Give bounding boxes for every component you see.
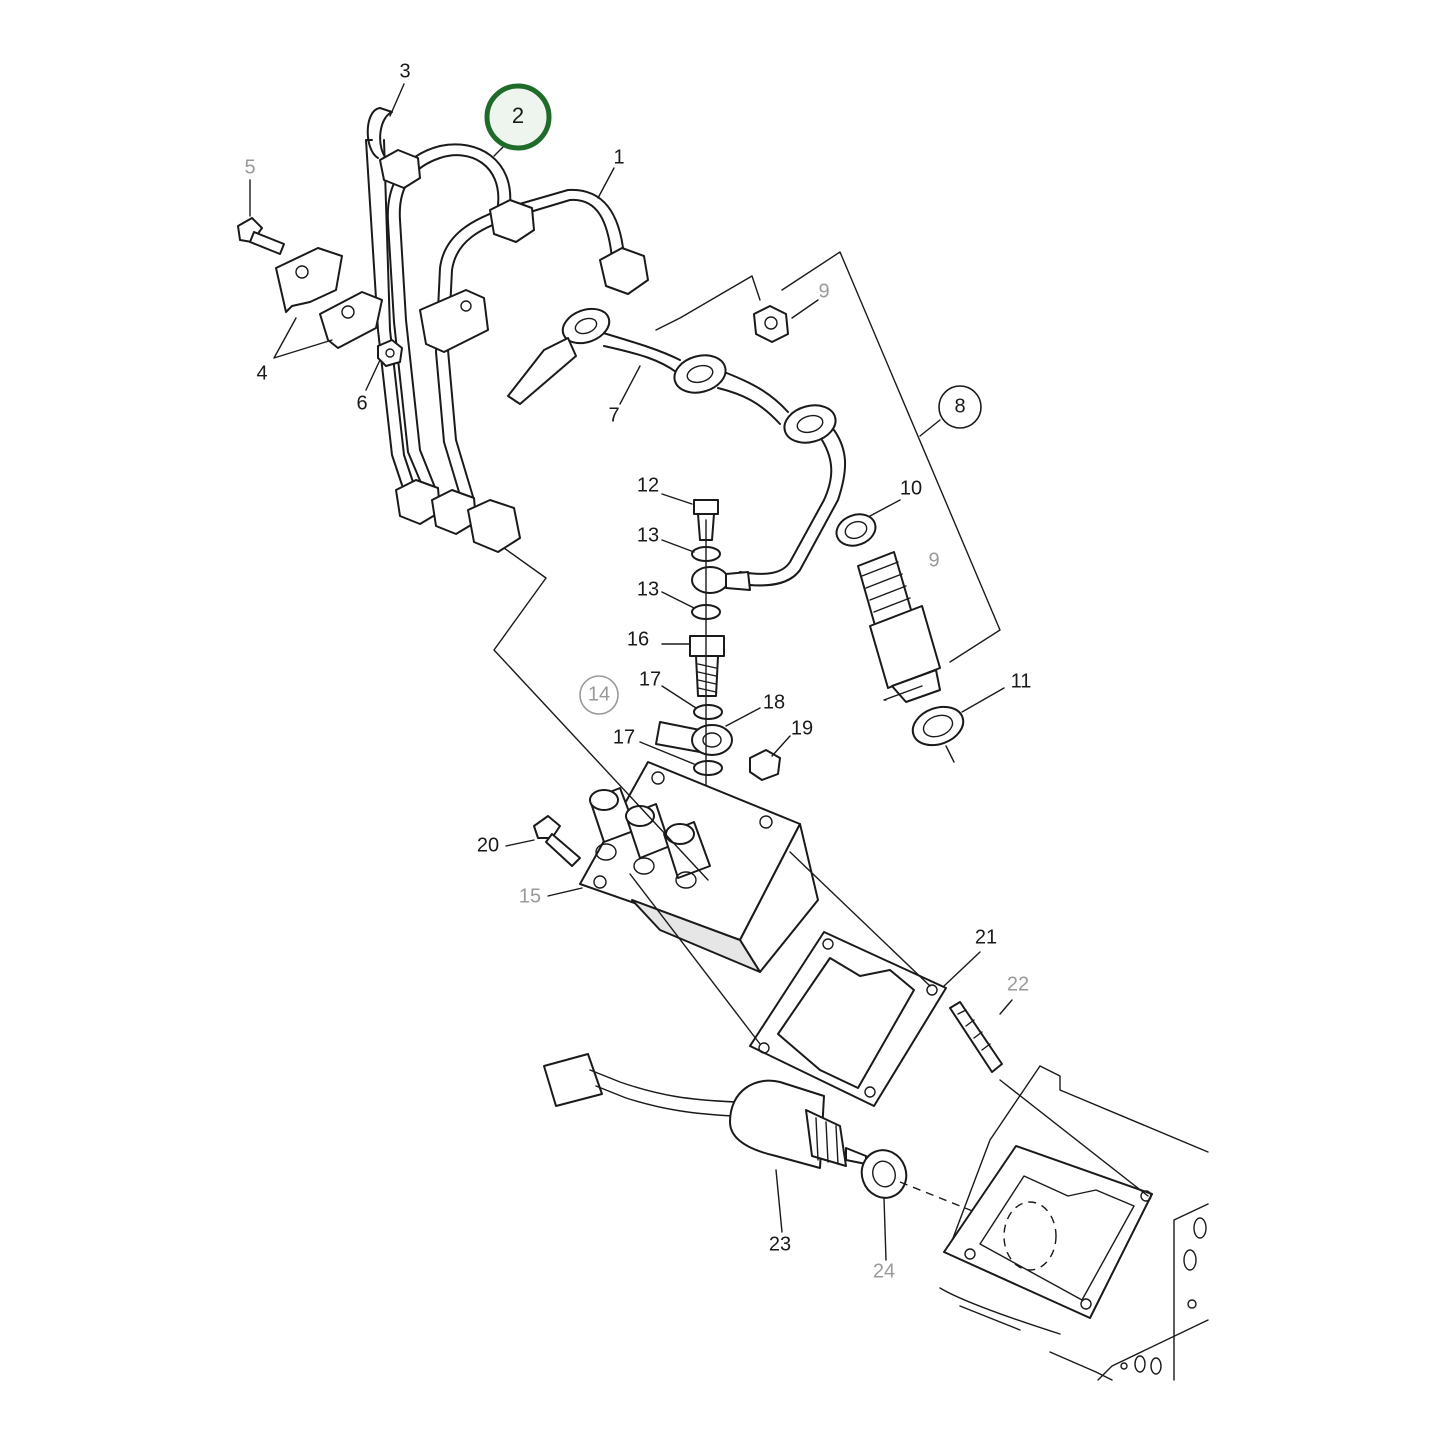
leak-off-line[interactable] (507, 303, 847, 594)
callout-17-upper: 17 (639, 668, 661, 690)
callout-20: 20 (477, 834, 499, 856)
callout-2-highlighted[interactable]: 2 (512, 103, 524, 128)
callout-8: 8 (954, 395, 965, 417)
stop-solenoid[interactable] (543, 1053, 913, 1204)
banjo-bolt-stack[interactable] (655, 499, 781, 801)
callout-5: 5 (244, 156, 255, 178)
callout-17-lower: 17 (613, 726, 635, 748)
callout-14: 14 (588, 683, 610, 705)
pipe-clamp-assembly[interactable] (237, 217, 403, 367)
callout-21: 21 (975, 926, 997, 948)
callout-13-lower: 13 (637, 578, 659, 600)
callout-14-circle (579, 675, 619, 715)
callout-24: 24 (873, 1260, 895, 1282)
injector-nozzle[interactable] (753, 305, 969, 763)
engine-block (939, 1065, 1209, 1381)
leader-lines (249, 83, 1013, 1261)
callout-19: 19 (791, 717, 813, 739)
injection-pump[interactable] (533, 761, 819, 973)
callout-6: 6 (356, 392, 367, 414)
callout-16: 16 (627, 628, 649, 650)
callout-10: 10 (900, 477, 922, 499)
group-bracket-8 (781, 251, 1001, 663)
injection-pipes[interactable] (365, 107, 649, 553)
callout-4: 4 (256, 362, 267, 384)
callout-9-nozzle: 9 (928, 549, 939, 571)
callout-23: 23 (769, 1233, 791, 1255)
leader-line (493, 547, 709, 881)
callout-11: 11 (1011, 670, 1032, 692)
callout-12: 12 (637, 474, 659, 496)
leader-line (655, 275, 761, 331)
pump-gasket[interactable] (749, 931, 1003, 1107)
callout-labels: 3 2 1 5 4 6 7 9 8 10 9 11 12 13 13 16 14… (244, 60, 1031, 1282)
callout-13-upper: 13 (637, 524, 659, 546)
callout-22: 22 (1007, 973, 1029, 995)
highlight-ring-part-2 (484, 83, 552, 151)
callout-7: 7 (608, 404, 619, 426)
callout-3: 3 (399, 60, 410, 82)
callout-18: 18 (763, 691, 785, 713)
leader-line (899, 1181, 1021, 1231)
callout-9-nut: 9 (818, 280, 829, 302)
callout-15: 15 (519, 885, 541, 907)
callout-8-circle (938, 385, 982, 429)
callout-1: 1 (613, 146, 624, 168)
